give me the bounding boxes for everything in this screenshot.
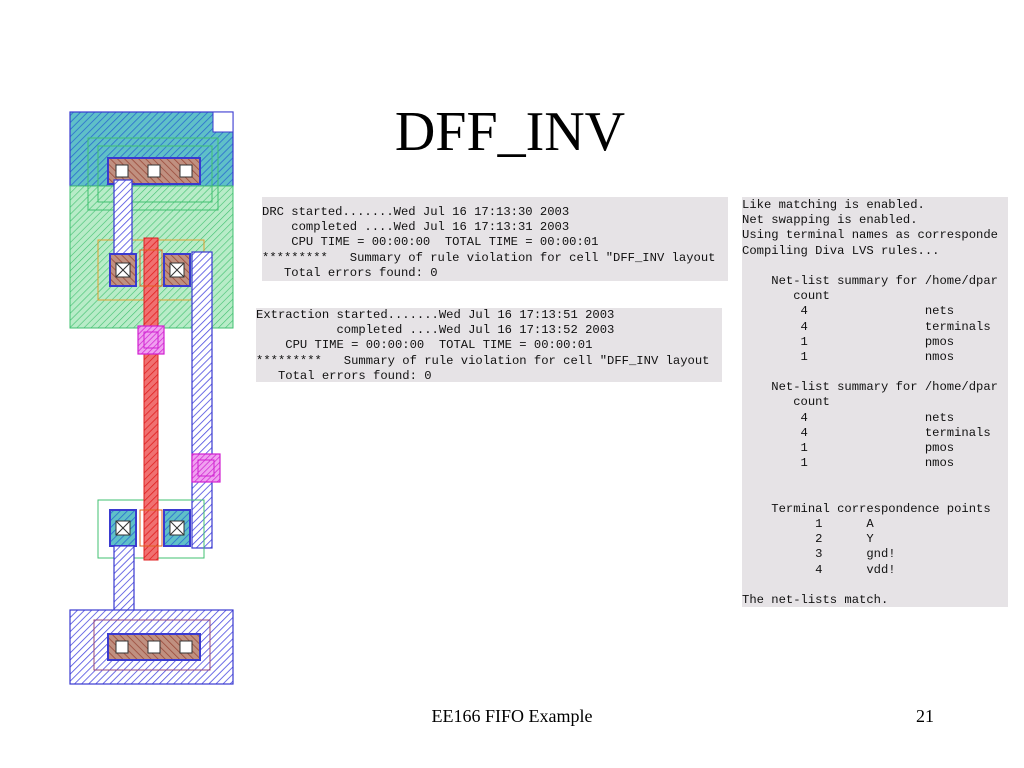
log-line: Net swapping is enabled. bbox=[742, 213, 918, 228]
log-line: CPU TIME = 00:00:00 TOTAL TIME = 00:00:0… bbox=[262, 235, 599, 250]
output-via bbox=[191, 453, 221, 483]
page-number: 21 bbox=[916, 706, 934, 726]
log-line: 1 A bbox=[742, 516, 874, 531]
log-line: 1 pmos bbox=[742, 334, 955, 349]
metal-gnd-strap bbox=[113, 545, 135, 613]
poly-gate bbox=[143, 237, 159, 561]
log-line: Total errors found: 0 bbox=[262, 265, 438, 280]
log-line: Total errors found: 0 bbox=[256, 368, 432, 382]
log-line: count bbox=[742, 289, 830, 304]
log-line: Terminal correspondence points bbox=[742, 501, 991, 516]
log-line bbox=[742, 487, 1008, 502]
log-line bbox=[742, 365, 1008, 380]
log-line: count bbox=[742, 395, 830, 410]
log-line: ********* Summary of rule violation for … bbox=[262, 250, 716, 265]
input-via bbox=[137, 325, 165, 355]
pmos-contacts bbox=[109, 253, 191, 287]
log-line: completed ....Wed Jul 16 17:13:52 2003 bbox=[256, 323, 615, 338]
log-line: Extraction started.......Wed Jul 16 17:1… bbox=[256, 308, 615, 322]
top-contact-strip bbox=[107, 157, 201, 185]
log-line: Like matching is enabled. bbox=[742, 198, 925, 212]
log-line: 4 nets bbox=[742, 304, 955, 319]
log-line: Using terminal names as corresponde bbox=[742, 228, 998, 243]
log-line: DRC started.......Wed Jul 16 17:13:30 20… bbox=[262, 205, 570, 219]
log-line: CPU TIME = 00:00:00 TOTAL TIME = 00:00:0… bbox=[256, 338, 593, 353]
log-line bbox=[742, 578, 1008, 593]
metal-output-strap bbox=[191, 251, 213, 549]
log-line: 4 terminals bbox=[742, 425, 991, 440]
extraction-log-panel: Extraction started.......Wed Jul 16 17:1… bbox=[256, 308, 722, 382]
log-line: Net-list summary for /home/dpar bbox=[742, 273, 998, 288]
log-line: Compiling Diva LVS rules... bbox=[742, 243, 940, 258]
footer-caption: EE166 FIFO Example bbox=[431, 706, 593, 726]
slide-title: DFF_INV bbox=[394, 101, 626, 163]
lvs-log-panel: Like matching is enabled.Net swapping is… bbox=[742, 197, 1008, 607]
ic-layout-diagram bbox=[68, 110, 236, 688]
log-line: 1 pmos bbox=[742, 441, 955, 455]
log-line bbox=[742, 259, 1008, 274]
log-line: completed ....Wed Jul 16 17:13:31 2003 bbox=[262, 220, 570, 235]
log-line: 4 terminals bbox=[742, 319, 991, 334]
gnd-rail bbox=[69, 609, 234, 685]
log-line: 1 nmos bbox=[742, 456, 955, 471]
drc-log-panel: DRC started.......Wed Jul 16 17:13:30 20… bbox=[262, 197, 728, 281]
log-line: The net-lists match. bbox=[742, 592, 889, 607]
log-line: 1 nmos bbox=[742, 349, 955, 364]
log-line bbox=[742, 471, 1008, 486]
log-line: 2 Y bbox=[742, 532, 874, 547]
log-line: Net-list summary for /home/dpar bbox=[742, 380, 998, 395]
log-line: 4 nets bbox=[742, 410, 955, 425]
log-line: 3 gnd! bbox=[742, 547, 896, 562]
log-line: 4 vdd! bbox=[742, 562, 896, 577]
log-line: ********* Summary of rule violation for … bbox=[256, 353, 710, 368]
